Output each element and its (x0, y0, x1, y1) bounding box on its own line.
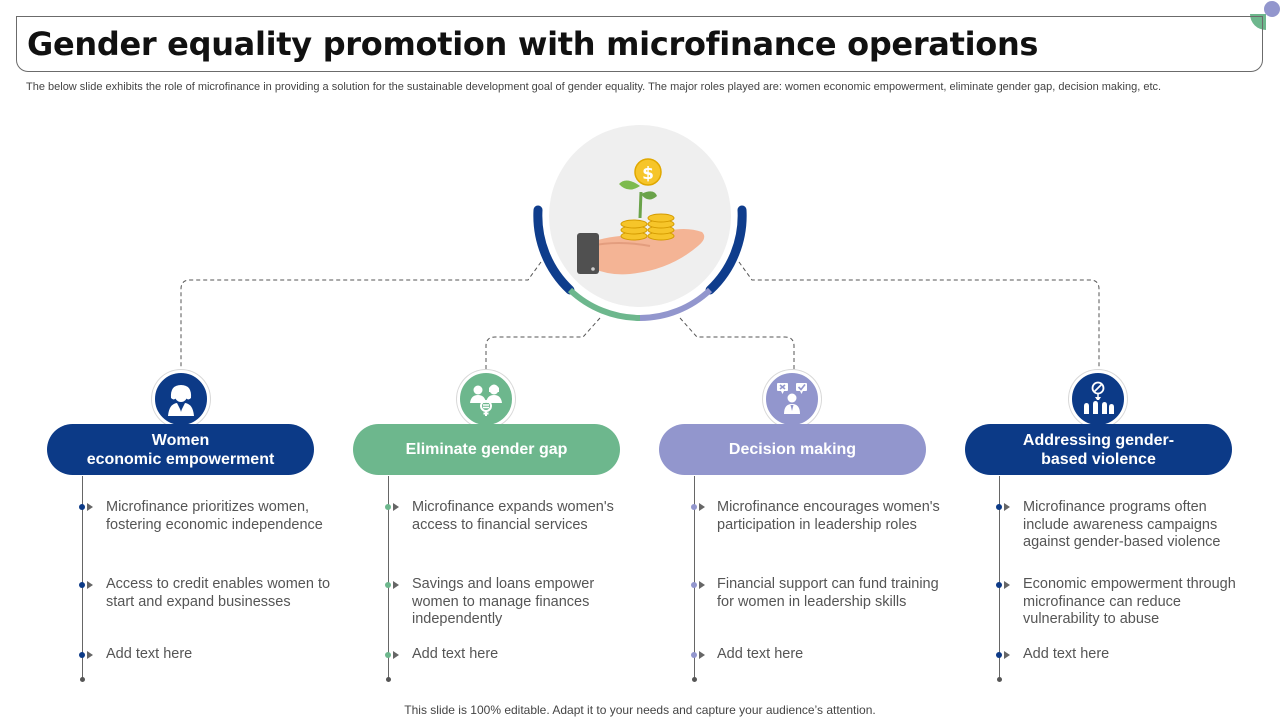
hub-ring-navy-left (533, 205, 575, 295)
decision-bullet-1: Microfinance encourages women's particip… (717, 499, 940, 533)
violence-bullet-marker-2 (996, 581, 1010, 589)
hub-ring-lavender (639, 287, 713, 321)
violence-icon-badge (1069, 370, 1127, 428)
gap-bullet-2: Savings and loans empower women to manag… (412, 576, 595, 627)
violence-bullet-marker-3 (996, 651, 1010, 659)
women-empowerment-label: Women economic empowerment (47, 424, 314, 475)
column-gender-based-violence: Addressing gender- based violence Microf… (965, 0, 1255, 720)
hub-graphic: $ (533, 125, 747, 321)
column-women-empowerment: Women economic empowerment Microfinance … (47, 0, 337, 720)
decision-bullet-3: Add text here (717, 646, 804, 662)
violence-bullet-2: Economic empowerment through microfinanc… (1023, 576, 1236, 627)
column-eliminate-gender-gap: Eliminate gender gap Microfinance expand… (353, 0, 643, 720)
footer-note: This slide is 100% editable. Adapt it to… (404, 703, 876, 717)
gap-icon-badge (457, 370, 515, 428)
violence-bullet-1: Microfinance programs often include awar… (1023, 499, 1221, 550)
violence-bullet-marker-1 (996, 503, 1010, 511)
gap-bullet-marker-2 (385, 581, 399, 589)
page-title: Gender equality promotion with microfina… (27, 25, 1039, 63)
page-subtitle: The below slide exhibits the role of mic… (26, 81, 1162, 93)
violence-bullet-3: Add text here (1023, 646, 1110, 662)
hub-ring-navy-right (705, 205, 747, 295)
decision-bullet-2: Financial support can fund training for … (717, 576, 939, 610)
women-bullet-marker-2 (79, 581, 93, 589)
violence-timeline-end (997, 677, 1002, 682)
gender-equality-icon (470, 384, 502, 416)
gap-bullet-3: Add text here (412, 646, 499, 662)
decision-bullet-marker-2 (691, 581, 705, 589)
gap-bullet-marker-3 (385, 651, 399, 659)
column-decision-making: Decision making Microfinance encourages … (659, 0, 949, 720)
women-bullet-marker-1 (79, 503, 93, 511)
stop-violence-icon (1084, 381, 1114, 414)
violence-timeline (999, 476, 1000, 680)
hand-holding-coins-icon (577, 158, 705, 275)
gap-timeline-end (386, 677, 391, 682)
coin-dollar-symbol: $ (642, 164, 654, 184)
gender-based-violence-label: Addressing gender- based violence (965, 424, 1232, 475)
gap-bullet-marker-1 (385, 503, 399, 511)
title-frame: Gender equality promotion with microfina… (16, 16, 1263, 72)
decision-timeline (694, 476, 695, 680)
women-bullet-1: Microfinance prioritizes women, fosterin… (106, 499, 323, 533)
women-timeline-end (80, 677, 85, 682)
women-timeline (82, 476, 83, 680)
eliminate-gender-gap-label: Eliminate gender gap (353, 424, 620, 475)
decision-icon-badge (763, 370, 821, 428)
decision-making-label: Decision making (659, 424, 926, 475)
gap-timeline (388, 476, 389, 680)
decision-bullet-marker-3 (691, 651, 705, 659)
businesswoman-icon (168, 385, 194, 416)
decision-making-icon (777, 383, 807, 414)
women-bullet-3: Add text here (106, 646, 193, 662)
decision-bullet-marker-1 (691, 503, 705, 511)
women-icon-badge (152, 370, 210, 428)
hub-ring-green (567, 287, 641, 321)
women-bullet-marker-3 (79, 651, 93, 659)
decision-timeline-end (692, 677, 697, 682)
women-bullet-2: Access to credit enables women to start … (106, 576, 331, 610)
gap-bullet-1: Microfinance expands women's access to f… (412, 499, 614, 533)
